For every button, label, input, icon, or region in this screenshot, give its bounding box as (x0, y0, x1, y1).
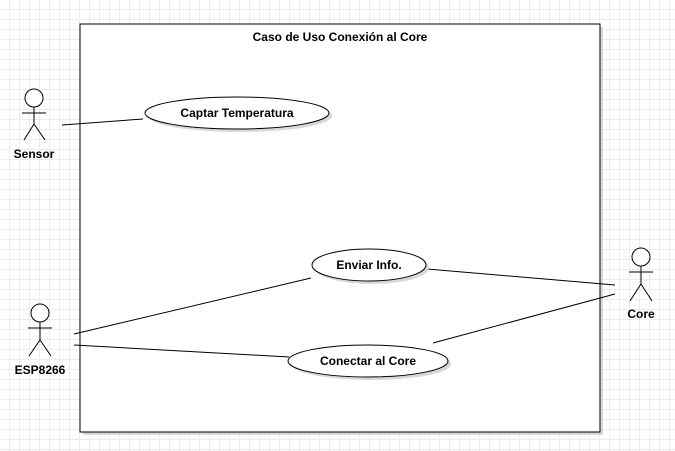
association-esp-enviar[interactable] (73, 277, 312, 335)
actor-esp8266[interactable]: ESP8266 (15, 303, 66, 377)
use-case-captar-label: Captar Temperatura (180, 106, 293, 120)
system-boundary[interactable]: Caso de Uso Conexión al Core (79, 23, 603, 435)
actor-core-label: Core (627, 307, 655, 321)
use-case-captar-temperatura[interactable]: Captar Temperatura (144, 96, 332, 132)
use-case-conectar-al-core[interactable]: Conectar al Core (287, 344, 451, 380)
association-esp-conectar[interactable] (73, 344, 290, 358)
use-case-enviar-label: Enviar Info. (336, 258, 401, 272)
system-title: Caso de Uso Conexión al Core (253, 30, 428, 44)
actor-core[interactable]: Core (627, 247, 655, 321)
use-case-conectar-label: Conectar al Core (320, 354, 416, 368)
association-enviar-core[interactable] (426, 268, 616, 286)
stick-figure-icon (629, 247, 653, 302)
stick-figure-icon (22, 88, 46, 141)
actor-sensor-label: Sensor (14, 147, 55, 161)
association-sensor-captar[interactable] (61, 118, 144, 126)
actor-esp8266-label: ESP8266 (15, 363, 66, 377)
stick-figure-icon (28, 303, 52, 357)
associations (61, 118, 616, 358)
association-conectar-core[interactable] (432, 293, 616, 344)
use-case-enviar-info[interactable]: Enviar Info. (311, 248, 429, 284)
actor-sensor[interactable]: Sensor (14, 88, 55, 161)
